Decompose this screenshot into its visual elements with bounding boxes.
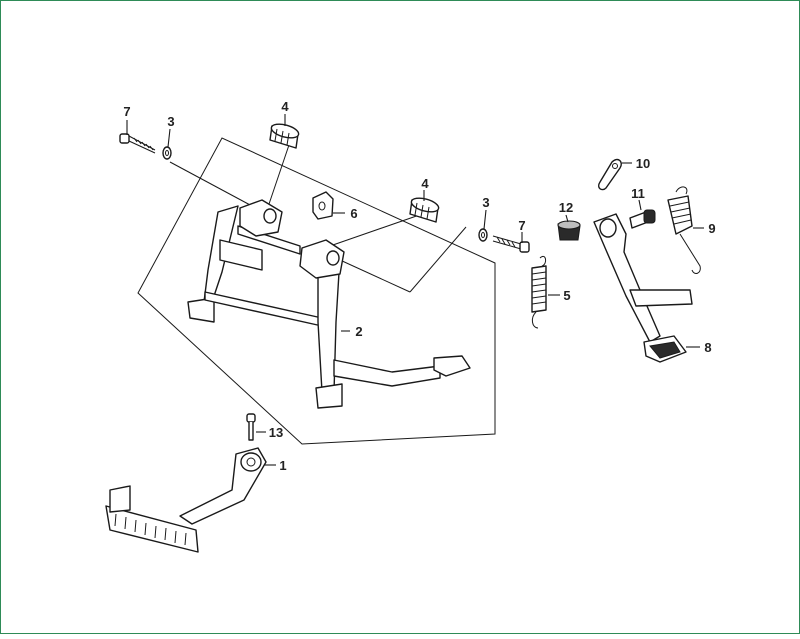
side-stand-tang [629,289,693,307]
leader-3a [167,128,171,148]
bolt-head [119,133,130,144]
leader-3b [483,209,487,230]
side-stand-pad [649,341,681,359]
callout-4b: 4 [421,176,429,191]
callout-labels: 7 3 4 6 4 3 7 5 2 12 10 11 9 8 13 1 [123,99,715,473]
side-stand-arm [593,213,661,343]
kick-starter-lever-icon [105,447,267,553]
callout-10: 10 [636,156,650,171]
callout-3a: 3 [167,114,174,129]
callout-12: 12 [559,200,573,215]
bumper-ribs [414,202,430,220]
spring-tail [679,233,701,274]
lever-pedal-grip [105,505,199,553]
bolt-head [246,413,256,423]
bolt-icon [246,413,256,441]
callout-5: 5 [563,288,570,303]
spring-top-hook [539,255,547,267]
callout-7b: 7 [518,218,525,233]
bumper-ribs [274,128,290,146]
callout-9: 9 [708,221,715,236]
spring-coils [669,201,692,225]
stand-cross-bar [204,291,323,327]
spring-icon [531,255,547,329]
callout-13: 13 [269,425,283,440]
washer-ring [478,228,488,242]
stand-right-lug [299,239,345,279]
washer-ring [162,146,172,160]
leader-12 [565,214,569,223]
lever-boss-hole [246,457,256,467]
main-stand-icon [187,199,471,409]
bumper-top [270,123,300,139]
spring-coil-body [531,265,547,313]
lever-grip-ribs [114,513,187,546]
spring-icon [667,186,701,274]
assembly-guide-lines [169,141,467,293]
stand-right-lug-hole [326,250,340,266]
bushing-top [557,220,581,230]
lever-boss [240,452,262,472]
bolt-thread [133,137,154,151]
callout-2: 2 [355,324,362,339]
spring-bottom-hook [531,311,539,329]
rubber-bumper-icon [409,197,440,223]
spring-top-hook [675,186,688,195]
bolt-icon [119,133,156,154]
stand-left-lug-hole [263,208,277,224]
callout-1: 1 [279,458,286,473]
washer-hole [481,232,485,238]
washer-hole [165,150,169,156]
guide-line-left-bumper [267,141,291,208]
leader-11 [638,199,642,211]
bolt-icon [492,235,530,253]
stand-right-foot [315,383,343,409]
guide-line-pivot [339,259,411,293]
bolt-thread [496,236,516,248]
callout-3b: 3 [482,195,489,210]
main-stand-assembly-outline [137,137,496,445]
stand-brace [219,239,263,271]
bolt-head [519,241,530,253]
guide-line-left-washer [169,161,253,207]
side-stand-pivot [599,218,617,238]
stand-lever-pedal [433,355,471,377]
guide-line-right-bumper [329,211,429,247]
lever-pedal-hinge [109,485,131,513]
side-bolt-head [643,209,656,224]
washer-icon [162,146,172,160]
callout-8: 8 [704,340,711,355]
callout-7a: 7 [123,104,130,119]
rubber-bumper-icon [557,220,581,241]
bracket-hole [318,201,326,211]
callout-leaders [126,114,704,466]
callout-11: 11 [631,186,645,201]
side-stand-icon [593,213,693,363]
clip-body [597,158,622,191]
washer-icon [478,228,488,242]
bumper-top [410,197,440,213]
callout-4a: 4 [281,99,289,114]
bracket-body [312,191,334,220]
bolt-shank [128,135,156,154]
bolt-icon [629,209,656,229]
clip-hole [612,163,618,169]
guide-line-right-washer [409,226,467,293]
rubber-bumper-icon [269,123,300,149]
rubber-bumper-icon [312,191,334,220]
callout-6: 6 [350,206,357,221]
washer-icon [597,158,622,191]
stand-lever-arm [333,359,441,387]
bolt-shank [248,421,254,441]
spring-coils [531,271,547,305]
